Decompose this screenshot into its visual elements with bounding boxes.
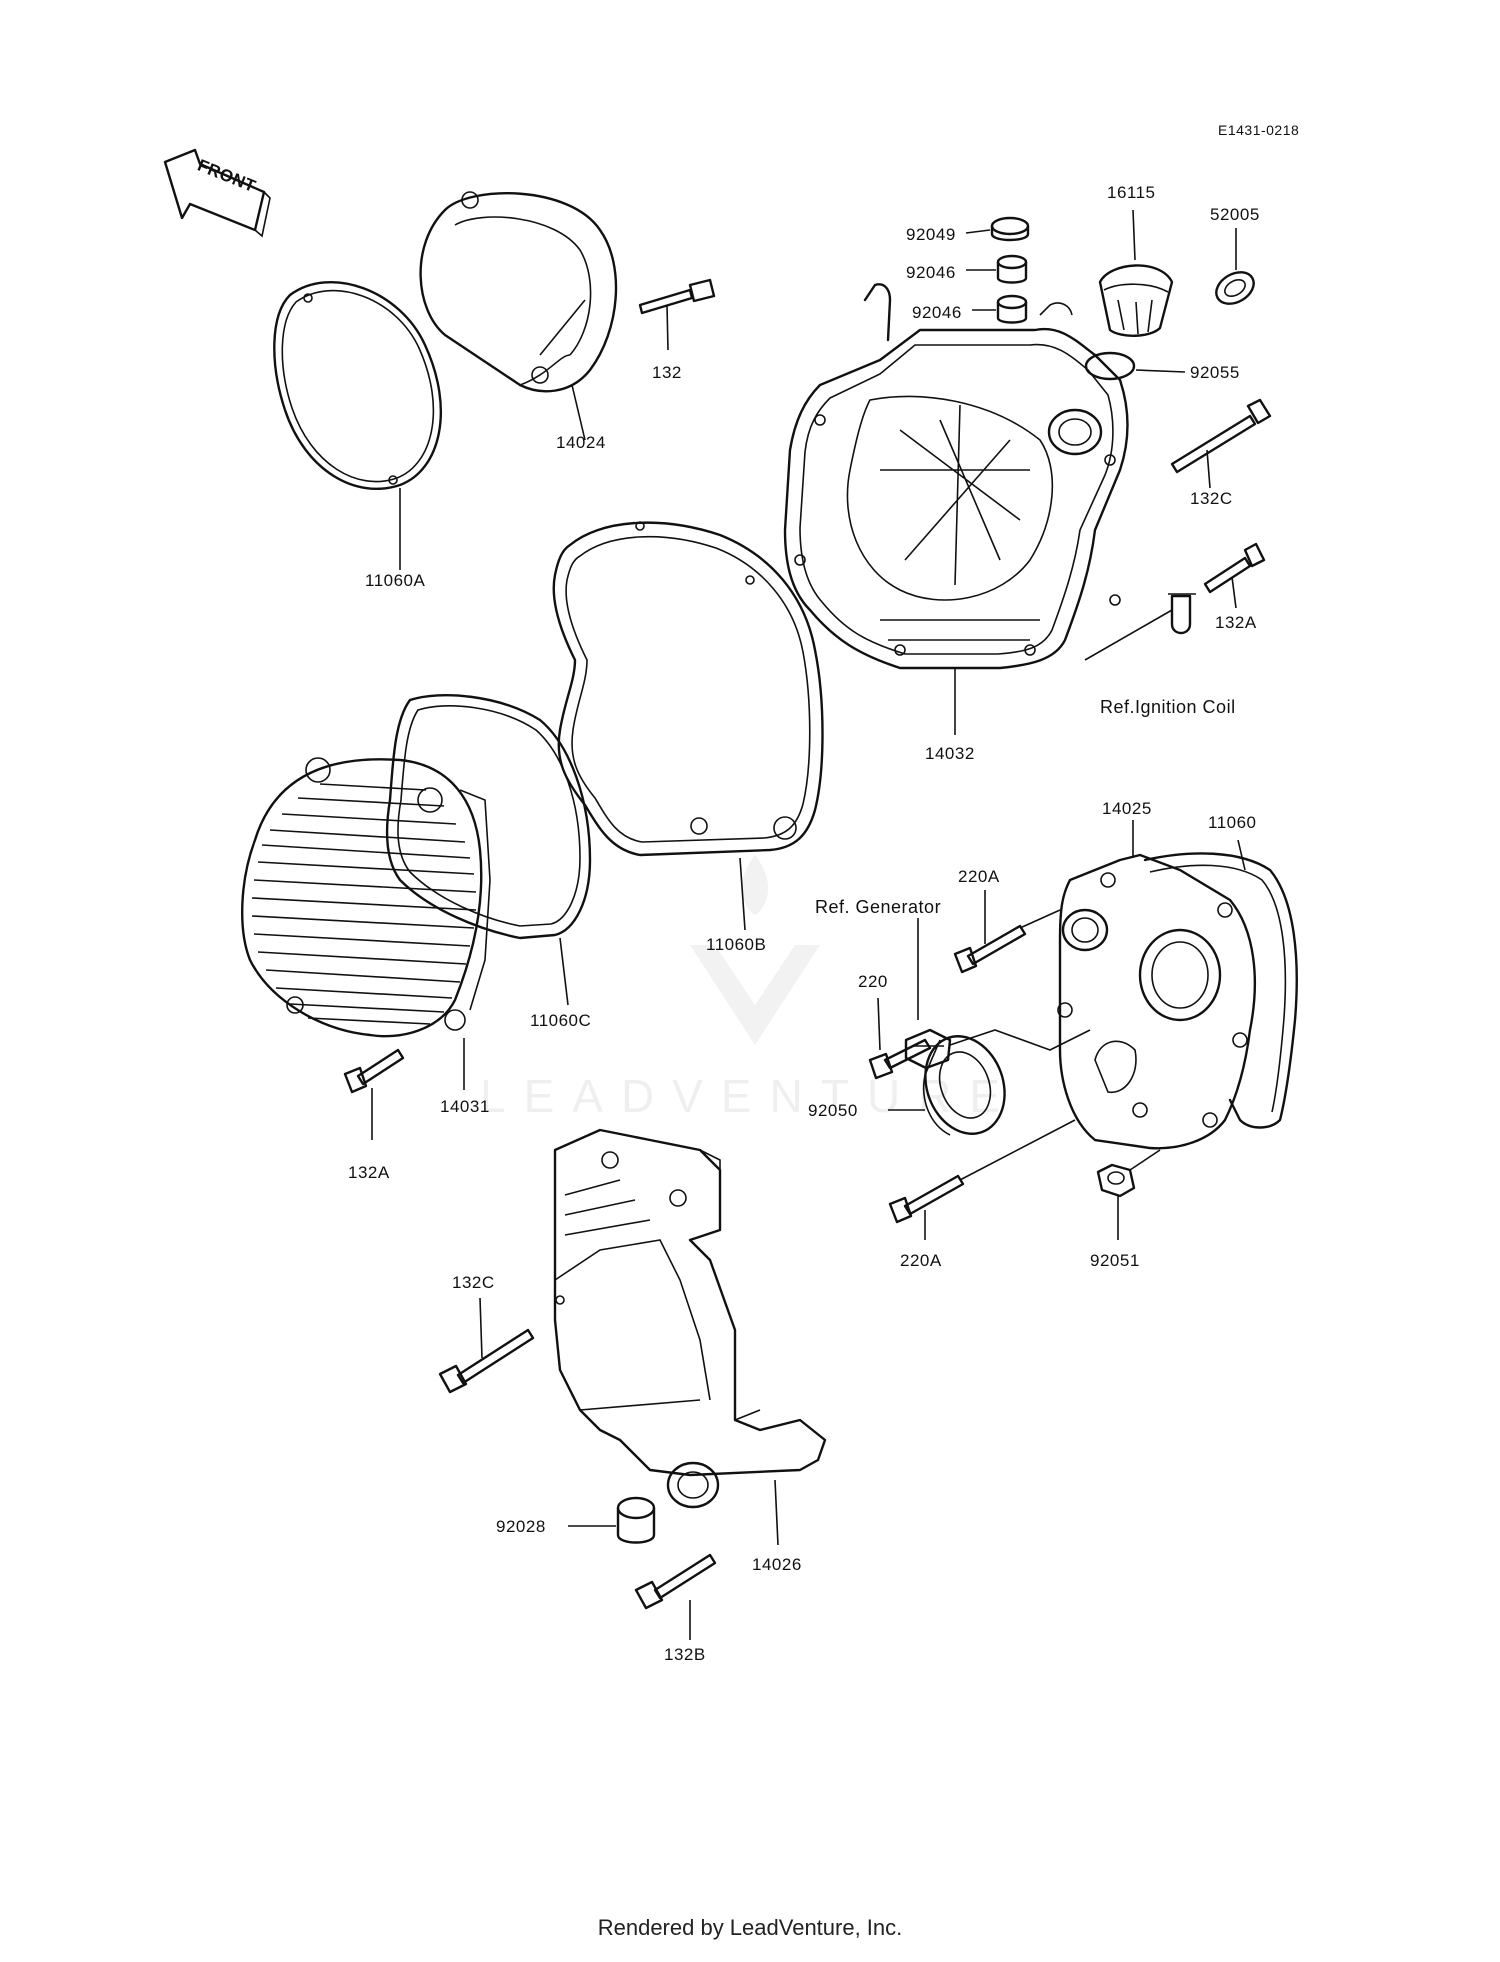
footer-credit: Rendered by LeadVenture, Inc. bbox=[597, 1915, 903, 1940]
part-92046-bushing-a bbox=[996, 254, 1028, 284]
ignition-coil-bracket bbox=[1168, 593, 1196, 635]
part-14026-bracket-cover bbox=[553, 1128, 827, 1509]
callout-92046-a: 92046 bbox=[906, 263, 956, 282]
callout-14024: 14024 bbox=[556, 433, 606, 452]
callout-16115: 16115 bbox=[1107, 183, 1156, 202]
callout-11060B: 11060B bbox=[706, 935, 766, 954]
callout-52005: 52005 bbox=[1210, 205, 1260, 224]
callout-14026: 14026 bbox=[752, 1555, 802, 1574]
part-92028-collar bbox=[616, 1496, 656, 1544]
callout-92028: 92028 bbox=[496, 1517, 546, 1536]
part-132A-bolt-left bbox=[343, 1048, 405, 1094]
part-132-bolt bbox=[638, 278, 716, 315]
part-11060-gasket bbox=[1143, 852, 1298, 1129]
part-132B-bolt bbox=[634, 1553, 717, 1610]
part-11060B-gasket bbox=[552, 521, 824, 857]
callout-220A-bottom: 220A bbox=[900, 1251, 942, 1270]
callout-14025: 14025 bbox=[1102, 799, 1152, 818]
part-16115-plug-cap bbox=[1098, 264, 1174, 337]
callout-92046-b: 92046 bbox=[912, 303, 962, 322]
part-92050-oil-seal bbox=[923, 1035, 1006, 1136]
part-132A-bolt-right bbox=[1203, 542, 1266, 594]
part-220A-bolt-top bbox=[953, 924, 1027, 974]
callout-132C-bottom: 132C bbox=[452, 1273, 495, 1292]
part-220A-bolt-bottom bbox=[888, 1174, 965, 1224]
callout-132C-top: 132C bbox=[1190, 489, 1233, 508]
callout-14032: 14032 bbox=[925, 744, 975, 763]
part-132C-bolt-top bbox=[1170, 398, 1272, 474]
part-220-bolt bbox=[868, 1038, 932, 1080]
part-92055-o-ring bbox=[1084, 351, 1136, 381]
callout-92050: 92050 bbox=[808, 1101, 858, 1120]
callout-11060: 11060 bbox=[1208, 813, 1257, 832]
callout-132A-right: 132A bbox=[1215, 613, 1257, 632]
ref-ignition-coil: Ref.Ignition Coil bbox=[1100, 697, 1236, 717]
part-14024-cover-cap bbox=[419, 191, 618, 393]
part-132C-bolt-bottom bbox=[438, 1328, 535, 1394]
callout-14031: 14031 bbox=[440, 1097, 490, 1116]
front-direction-arrow: FRONT bbox=[163, 148, 271, 238]
callout-92055: 92055 bbox=[1190, 363, 1240, 382]
part-14031-finned-cover bbox=[241, 757, 491, 1038]
callout-11060A: 11060A bbox=[365, 571, 426, 590]
watermark-logo-icon bbox=[690, 945, 820, 1045]
callout-132-top: 132 bbox=[652, 363, 682, 382]
callout-132B: 132B bbox=[664, 1645, 706, 1664]
part-11060C-gasket bbox=[385, 693, 592, 940]
watermark-text: LEADVENTURE bbox=[480, 1070, 1018, 1122]
ref-generator: Ref. Generator bbox=[815, 897, 941, 917]
part-92046-bushing-b bbox=[996, 294, 1028, 324]
part-14032-crankcase-cover bbox=[783, 283, 1129, 670]
front-label: FRONT bbox=[195, 156, 259, 197]
part-11060A-gasket bbox=[273, 280, 443, 490]
callout-92051: 92051 bbox=[1090, 1251, 1140, 1270]
part-52005-seal bbox=[1215, 271, 1255, 305]
part-14025-generator-cover bbox=[1057, 853, 1257, 1150]
callout-92049: 92049 bbox=[906, 225, 956, 244]
callout-220: 220 bbox=[858, 972, 888, 991]
watermark: LEADVENTURE bbox=[480, 855, 1018, 1122]
callout-11060C: 11060C bbox=[530, 1011, 591, 1030]
diagram-code: E1431-0218 bbox=[1218, 122, 1299, 138]
front-arrow-icon bbox=[163, 148, 266, 232]
part-92049-seal bbox=[990, 216, 1030, 242]
callout-220A-top: 220A bbox=[958, 867, 1000, 886]
watermark-flame-icon bbox=[741, 855, 769, 915]
part-92051-cap bbox=[1096, 1163, 1136, 1198]
callout-132A-left: 132A bbox=[348, 1163, 390, 1182]
